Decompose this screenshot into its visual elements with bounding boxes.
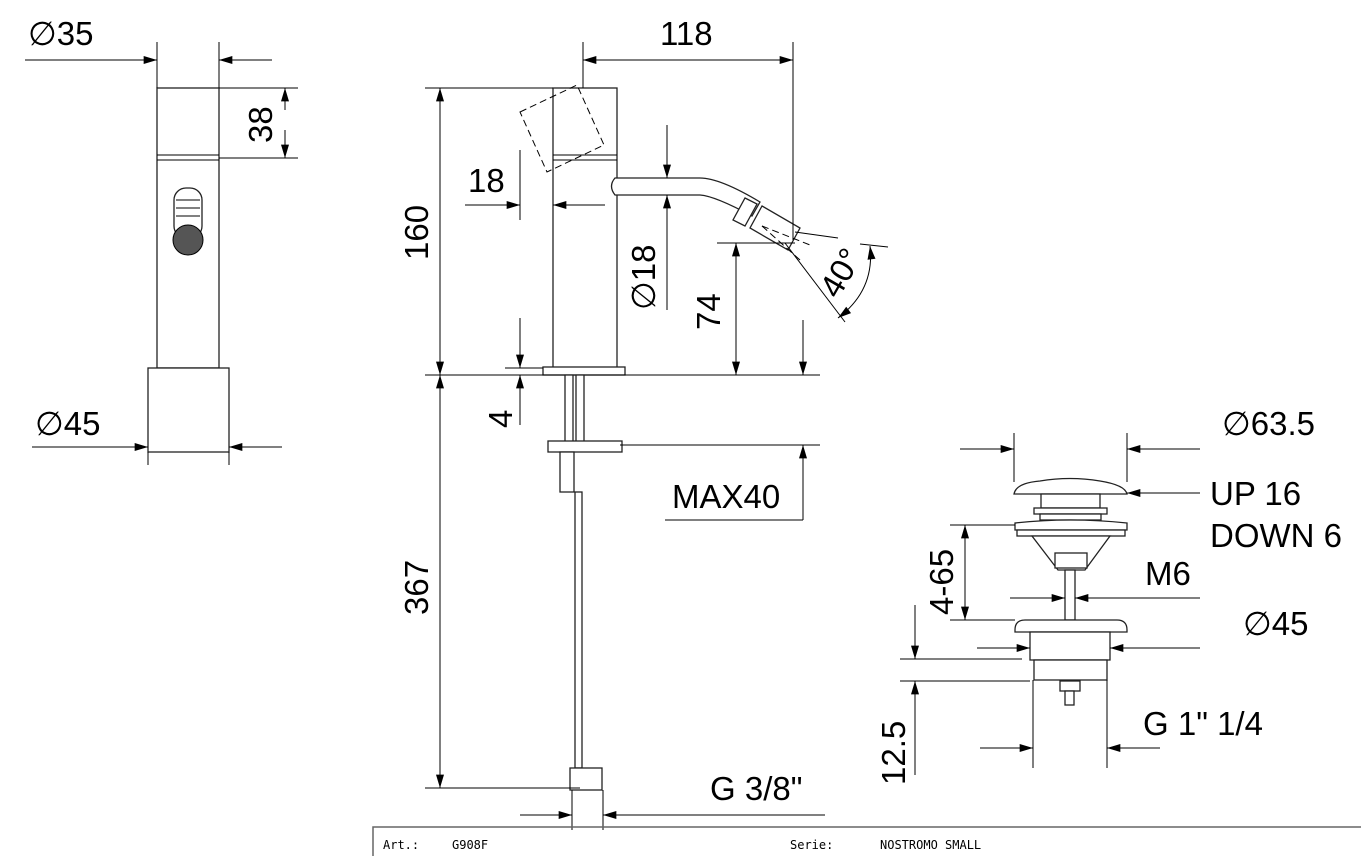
dim-stroke-up: UP 16 [1210, 475, 1301, 512]
dim-hose-thread: G 3/8" [710, 770, 802, 807]
dim-spout-diameter: ∅18 [625, 245, 662, 310]
dim-flange-diameter: ∅45 [1243, 605, 1308, 642]
dim-rod-thread: M6 [1145, 555, 1191, 592]
serie-label: Serie: [790, 838, 833, 852]
dim-hose-length: 367 [398, 560, 435, 615]
waste-view: ∅63.5 UP 16 DOWN 6 4-65 M6 ∅45 12.5 G 1"… [875, 405, 1342, 785]
title-block: Art.: G908F Serie: NOSTROMO SMALL [372, 826, 1361, 856]
dim-base-diameter: ∅45 [35, 405, 100, 442]
dim-top-diameter: ∅35 [28, 15, 93, 52]
dim-max-deck: MAX40 [672, 478, 780, 515]
dim-handle-offset: 18 [468, 162, 505, 199]
spout [610, 177, 761, 217]
dim-spout-height: 74 [690, 293, 727, 330]
serie-value: NOSTROMO SMALL [880, 838, 981, 852]
dim-thread-length: 12.5 [875, 721, 912, 785]
knob-icon [172, 187, 204, 256]
dim-total-height: 160 [398, 205, 435, 260]
side-view: 118 160 18 ∅18 74 40° 4 367 [398, 15, 889, 830]
front-view: ∅35 38 ∅45 [25, 15, 298, 465]
dim-waste-thread: G 1" 1/4 [1143, 705, 1263, 742]
dim-stroke-down: DOWN 6 [1210, 517, 1342, 554]
art-label: Art.: [383, 838, 419, 852]
dim-waste-range: 4-65 [923, 549, 960, 615]
dim-base-thickness: 4 [482, 410, 519, 428]
dim-cap-diameter: ∅63.5 [1222, 405, 1315, 442]
dim-handle-height: 38 [242, 106, 279, 143]
art-value: G908F [452, 838, 488, 852]
dim-spout-reach: 118 [660, 15, 713, 52]
